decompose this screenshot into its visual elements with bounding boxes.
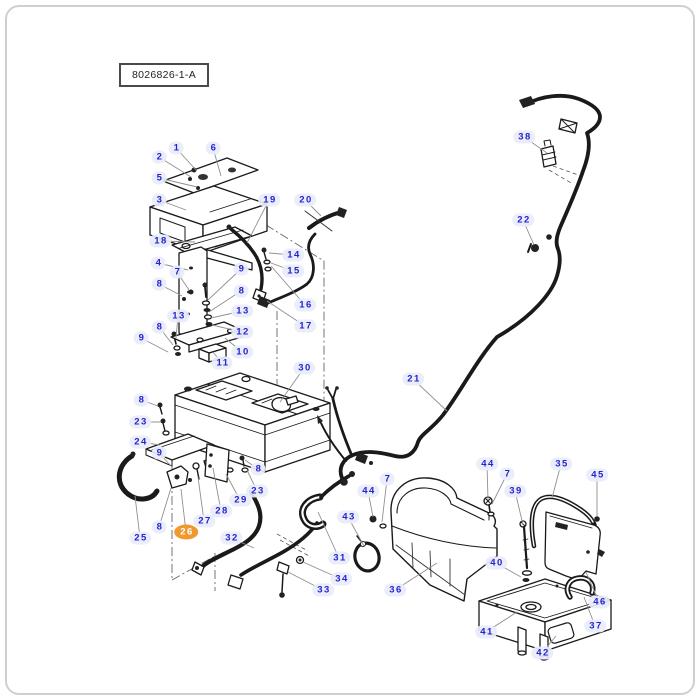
part-callout-8[interactable]: 8 xyxy=(233,284,249,298)
part-callout-27[interactable]: 27 xyxy=(193,514,215,528)
stud-part33 xyxy=(276,561,290,575)
part-callout-11[interactable]: 11 xyxy=(211,356,233,370)
part-callout-34[interactable]: 34 xyxy=(330,572,352,586)
part-callout-1[interactable]: 1 xyxy=(168,141,184,155)
part-callout-9[interactable]: 9 xyxy=(233,262,249,276)
part-callout-44[interactable]: 44 xyxy=(357,484,379,498)
part-callout-23[interactable]: 23 xyxy=(246,484,268,498)
bracket-part18 xyxy=(171,226,253,255)
part-callout-7[interactable]: 7 xyxy=(499,467,515,481)
part-callout-5[interactable]: 5 xyxy=(151,171,167,185)
cable-part19 xyxy=(229,227,264,291)
part-callout-38[interactable]: 38 xyxy=(513,130,535,144)
part-callout-28[interactable]: 28 xyxy=(210,504,232,518)
part-callout-42[interactable]: 42 xyxy=(531,646,553,660)
part-callout-26[interactable]: 26 xyxy=(174,524,198,540)
part-callout-40[interactable]: 40 xyxy=(485,556,507,570)
part-callout-16[interactable]: 16 xyxy=(294,298,316,312)
parts-artwork xyxy=(116,93,612,661)
part-callout-18[interactable]: 18 xyxy=(149,234,171,248)
tube-part16 xyxy=(266,232,317,305)
part-callout-25[interactable]: 25 xyxy=(129,531,151,545)
part-callout-13[interactable]: 13 xyxy=(231,304,253,318)
part-callout-24[interactable]: 24 xyxy=(129,435,151,449)
part-callout-7[interactable]: 7 xyxy=(169,265,185,279)
part-callout-8[interactable]: 8 xyxy=(151,320,167,334)
part-callout-23[interactable]: 23 xyxy=(129,415,151,429)
part-callout-10[interactable]: 10 xyxy=(231,345,253,359)
part-callout-21[interactable]: 21 xyxy=(402,372,424,386)
plate-part29 xyxy=(204,443,230,483)
rod-part25 xyxy=(116,453,160,502)
harness-part21 xyxy=(338,93,602,480)
part-callout-44[interactable]: 44 xyxy=(476,457,498,471)
part-callout-4[interactable]: 4 xyxy=(150,256,166,270)
fitting-part17 xyxy=(257,296,270,308)
clip-part22 xyxy=(531,244,539,252)
part-callout-8[interactable]: 8 xyxy=(250,462,266,476)
part-callout-45[interactable]: 45 xyxy=(586,468,608,482)
cover-part36 xyxy=(390,477,498,602)
document-number-box: 8026826-1-A xyxy=(119,63,209,87)
nut-part40 xyxy=(522,578,530,582)
battery-assembly xyxy=(174,372,331,473)
part-callout-17[interactable]: 17 xyxy=(294,319,316,333)
part-callout-29[interactable]: 29 xyxy=(229,493,251,507)
part-callout-39[interactable]: 39 xyxy=(504,484,526,498)
cable-part32 xyxy=(197,489,263,572)
part-callout-37[interactable]: 37 xyxy=(584,619,606,633)
part-callout-35[interactable]: 35 xyxy=(550,457,572,471)
part-callout-15[interactable]: 15 xyxy=(282,264,304,278)
part-callout-9[interactable]: 9 xyxy=(151,446,167,460)
part-callout-46[interactable]: 46 xyxy=(588,595,610,609)
part-callout-8[interactable]: 8 xyxy=(151,277,167,291)
nut-part45 xyxy=(594,516,600,522)
part-callout-8[interactable]: 8 xyxy=(133,393,149,407)
panel-part46 xyxy=(544,511,605,581)
fuse-part38 xyxy=(540,139,557,168)
part-callout-12[interactable]: 12 xyxy=(231,325,253,339)
part-callout-14[interactable]: 14 xyxy=(282,248,304,262)
part-callout-9[interactable]: 9 xyxy=(133,331,149,345)
part-callout-19[interactable]: 19 xyxy=(258,193,280,207)
part-callout-3[interactable]: 3 xyxy=(151,193,167,207)
part-callout-36[interactable]: 36 xyxy=(384,583,406,597)
part-callout-7[interactable]: 7 xyxy=(379,472,395,486)
part-callout-8[interactable]: 8 xyxy=(151,520,167,534)
terminal-cover-part30 xyxy=(271,397,292,413)
part-callout-13[interactable]: 13 xyxy=(167,309,189,323)
dashed-links xyxy=(276,165,582,558)
part-callout-22[interactable]: 22 xyxy=(512,213,534,227)
ring-part43 xyxy=(353,541,381,573)
part-callout-41[interactable]: 41 xyxy=(475,625,497,639)
part-callout-6[interactable]: 6 xyxy=(205,141,221,155)
part-callout-33[interactable]: 33 xyxy=(312,583,334,597)
document-number: 8026826-1-A xyxy=(131,69,196,81)
part-callout-32[interactable]: 32 xyxy=(220,531,242,545)
page-border-frame xyxy=(5,5,695,695)
cable-lower xyxy=(239,521,319,577)
part-callout-31[interactable]: 31 xyxy=(328,551,350,565)
part-callout-2[interactable]: 2 xyxy=(151,150,167,164)
part-callout-30[interactable]: 30 xyxy=(293,361,315,375)
part-callout-43[interactable]: 43 xyxy=(337,510,359,524)
part-callout-20[interactable]: 20 xyxy=(294,193,316,207)
